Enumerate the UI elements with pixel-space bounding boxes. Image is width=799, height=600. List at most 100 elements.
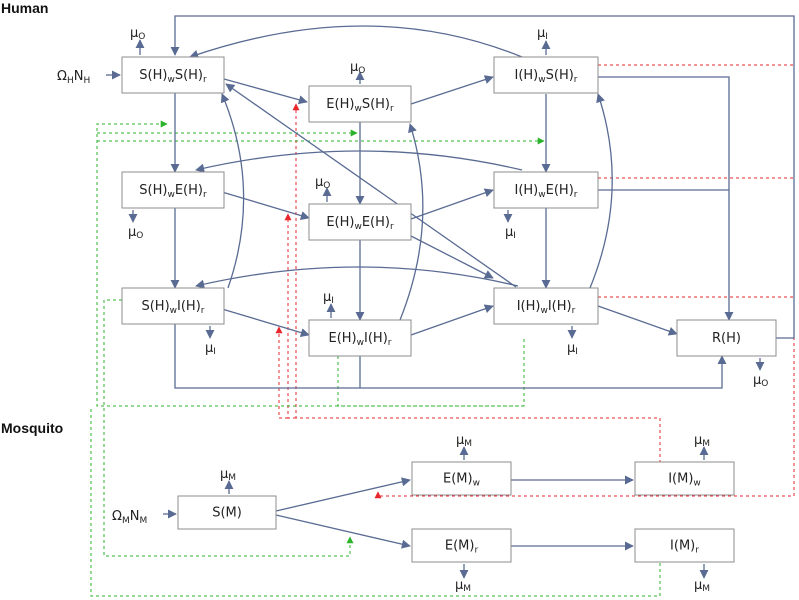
flow-ewsr-to-iwsr	[410, 75, 494, 105]
flow-iwsr-to-swsr-return	[189, 25, 523, 59]
compartment-ewer: E(H)wE(H)r	[308, 203, 412, 241]
compartment-imr: I(M)r	[634, 528, 735, 563]
compartment-label: I(M)r	[670, 539, 699, 556]
compartment-rh: R(H)	[676, 319, 777, 357]
compartment-label: E(M)w	[443, 472, 480, 489]
flow-bottom-to-rh	[174, 324, 727, 389]
compartments: S(H)wS(H)rE(H)wS(H)r I(H)wS(H)rS(H)wE(H)r…	[121, 56, 777, 563]
compartment-label: S(H)wS(H)r	[139, 68, 207, 85]
red-link-4	[292, 103, 661, 463]
mortality-label: μM	[455, 578, 471, 594]
flow-ewer-to-iwer	[410, 188, 494, 220]
human-recruitment-label: ΩHNH	[57, 69, 90, 86]
compartment-iwsr: I(H)wS(H)r	[493, 56, 599, 94]
compartment-label: I(M)w	[668, 472, 701, 489]
flow-iwir-to-swir-return	[195, 266, 519, 289]
compartment-sm: S(M)	[177, 495, 277, 530]
compartment-box	[121, 287, 225, 325]
compartment-swer: S(H)wE(H)r	[121, 171, 225, 209]
mortality-swer: μO	[128, 210, 143, 241]
mortality-label: μI	[567, 341, 578, 357]
flow-arrows	[106, 15, 795, 551]
flow-swir-to-ewir	[221, 308, 310, 338]
mortality-rh: μO	[753, 358, 768, 389]
section-label-human: Human	[1, 0, 48, 16]
flow-ewir-to-iwir	[410, 304, 494, 336]
mortality-label: μO	[350, 60, 365, 76]
flow-swir-up-to-swsr	[220, 93, 245, 289]
flow-swer-to-ewer	[221, 191, 310, 221]
compartment-label: S(M)	[212, 506, 242, 521]
flow-sm-to-emw	[275, 477, 411, 512]
flow-ewir-up-to-ewsr	[399, 123, 424, 321]
mortality-label: μM	[694, 433, 710, 449]
mortality-iwsr: μI	[537, 26, 551, 55]
mortality-label: μI	[205, 341, 216, 357]
compartment-box	[493, 287, 599, 325]
mortality-emr: μM	[455, 564, 471, 594]
mortality-label: μI	[537, 26, 548, 42]
mortality-label: μM	[694, 578, 710, 594]
flow-iwir-to-swsr	[225, 83, 517, 288]
mortality-emw: μM	[456, 433, 472, 460]
mortality-label: μO	[753, 373, 768, 389]
mortality-ewir: μI	[323, 290, 336, 318]
flow-swsr-to-ewsr	[223, 78, 308, 105]
mosquito-recruitment-label: ΩMNM	[112, 509, 147, 526]
red-link-1	[374, 64, 795, 499]
compartment-label: E(M)r	[445, 539, 479, 556]
mortality-sm: μM	[220, 467, 236, 494]
mortality-label: μO	[130, 26, 145, 42]
compartment-label: E(H)wI(H)r	[329, 331, 392, 348]
red-link-6	[275, 326, 288, 419]
compartment-ewsr: E(H)wS(H)r	[308, 85, 412, 123]
mortality-label: μO	[315, 175, 330, 191]
mortality-label: μM	[456, 433, 472, 449]
mortality-imr: μM	[694, 564, 710, 594]
compartment-label: R(H)	[712, 331, 741, 346]
compartment-box	[493, 56, 599, 94]
green-link-3	[96, 120, 524, 407]
mortality-imw: μM	[694, 433, 710, 460]
compartment-ewir: E(H)wI(H)r	[308, 319, 412, 357]
compartment-box	[676, 319, 777, 357]
mortality-label: μM	[220, 467, 236, 483]
compartment-label: E(H)wE(H)r	[326, 215, 394, 232]
green-transmission-links	[90, 120, 661, 597]
compartment-emr: E(M)r	[411, 528, 512, 563]
section-label-mosquito: Mosquito	[1, 420, 63, 436]
compartment-box	[121, 171, 225, 209]
compartment-box	[411, 461, 512, 496]
mortality-iwer: μI	[503, 210, 516, 241]
mortality-outflows: μO μO μI μO μO μI μI μI μI μO μM μM μM μM μM	[128, 26, 768, 594]
compartment-label: E(H)wS(H)r	[326, 97, 394, 114]
compartment-box	[634, 528, 735, 563]
compartment-label: I(H)wI(H)r	[517, 299, 576, 316]
flow-iwsr-to-rh	[598, 76, 734, 321]
compartment-box	[308, 203, 412, 241]
mortality-swsr: μO	[130, 26, 145, 55]
compartment-box	[121, 56, 225, 94]
compartment-box	[411, 528, 512, 563]
green-link-2	[337, 336, 525, 407]
mortality-swir: μI	[205, 326, 216, 357]
mortality-label: μI	[323, 290, 334, 306]
mortality-ewer: μO	[315, 175, 332, 202]
compartment-box	[634, 461, 735, 496]
compartment-emw: E(M)w	[411, 461, 512, 496]
flow-iwir-to-rh	[597, 305, 678, 336]
mortality-iwir: μI	[567, 326, 578, 357]
mortality-label: μI	[505, 225, 516, 241]
compartment-swir: S(H)wI(H)r	[121, 287, 225, 325]
green-link-6	[90, 406, 661, 597]
compartment-label: I(H)wE(H)r	[515, 183, 578, 200]
flow-ewer-cross	[410, 235, 494, 279]
compartment-label: S(H)wI(H)r	[141, 299, 204, 316]
compartment-label: I(H)wS(H)r	[514, 68, 577, 85]
flow-sm-to-emr	[275, 514, 411, 549]
green-link-1	[103, 299, 354, 557]
mortality-ewsr: μO	[350, 60, 365, 84]
compartment-swsr: S(H)wS(H)r	[121, 56, 225, 94]
red-transmission-links	[275, 64, 795, 499]
